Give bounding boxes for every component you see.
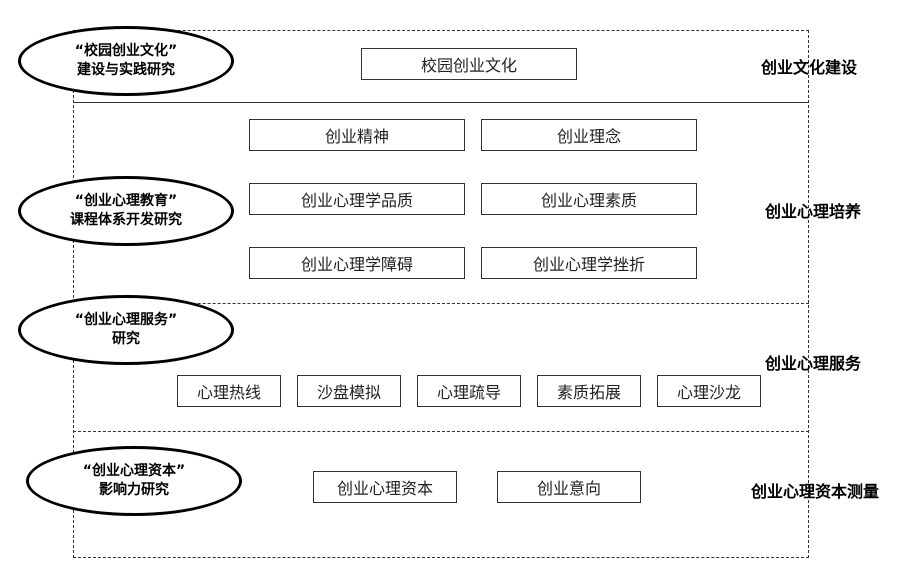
box-psych-trait: 创业心理素质 [481, 183, 697, 215]
box-salon: 心理沙龙 [657, 375, 761, 407]
box-psych-quality: 创业心理学品质 [249, 183, 465, 215]
box-psych-setback: 创业心理学挫折 [481, 247, 697, 279]
ellipse-line: “创业心理服务” [74, 312, 178, 328]
box-campus-culture: 校园创业文化 [361, 48, 577, 80]
ellipse-campus-culture: “校园创业文化” 建设与实践研究 [18, 26, 234, 96]
ellipse-line: 影响力研究 [99, 482, 169, 498]
ellipse-psych-capital: “创业心理资本” 影响力研究 [26, 446, 242, 516]
box-sandplay: 沙盘模拟 [297, 375, 401, 407]
layer-label-measurement: 创业心理资本测量 [751, 482, 880, 501]
box-counseling: 心理疏导 [417, 375, 521, 407]
layer-divider-2 [73, 303, 809, 304]
ellipse-line: “校园创业文化” [74, 43, 178, 59]
box-spirit: 创业精神 [249, 119, 465, 151]
box-outward-bound: 素质拓展 [537, 375, 641, 407]
box-concept: 创业理念 [481, 119, 697, 151]
layer-divider-1 [73, 102, 809, 103]
diagram-frame [73, 30, 809, 558]
box-psych-barrier: 创业心理学障碍 [249, 247, 465, 279]
layer-label-culture: 创业文化建设 [761, 58, 858, 77]
ellipse-line: “创业心理教育” [74, 193, 178, 209]
box-hotline: 心理热线 [177, 375, 281, 407]
box-psych-capital: 创业心理资本 [313, 471, 457, 503]
layer-label-cultivation: 创业心理培养 [765, 202, 862, 221]
box-intention: 创业意向 [497, 471, 641, 503]
ellipse-line: “创业心理资本” [82, 463, 186, 479]
layer-label-service: 创业心理服务 [765, 354, 862, 373]
layer-divider-3 [73, 431, 809, 432]
ellipse-psych-education: “创业心理教育” 课程体系开发研究 [18, 176, 234, 246]
ellipse-psych-service: “创业心理服务” 研究 [18, 295, 234, 365]
ellipse-line: 课程体系开发研究 [70, 212, 182, 228]
ellipse-line: 研究 [112, 331, 140, 347]
ellipse-line: 建设与实践研究 [77, 62, 175, 78]
